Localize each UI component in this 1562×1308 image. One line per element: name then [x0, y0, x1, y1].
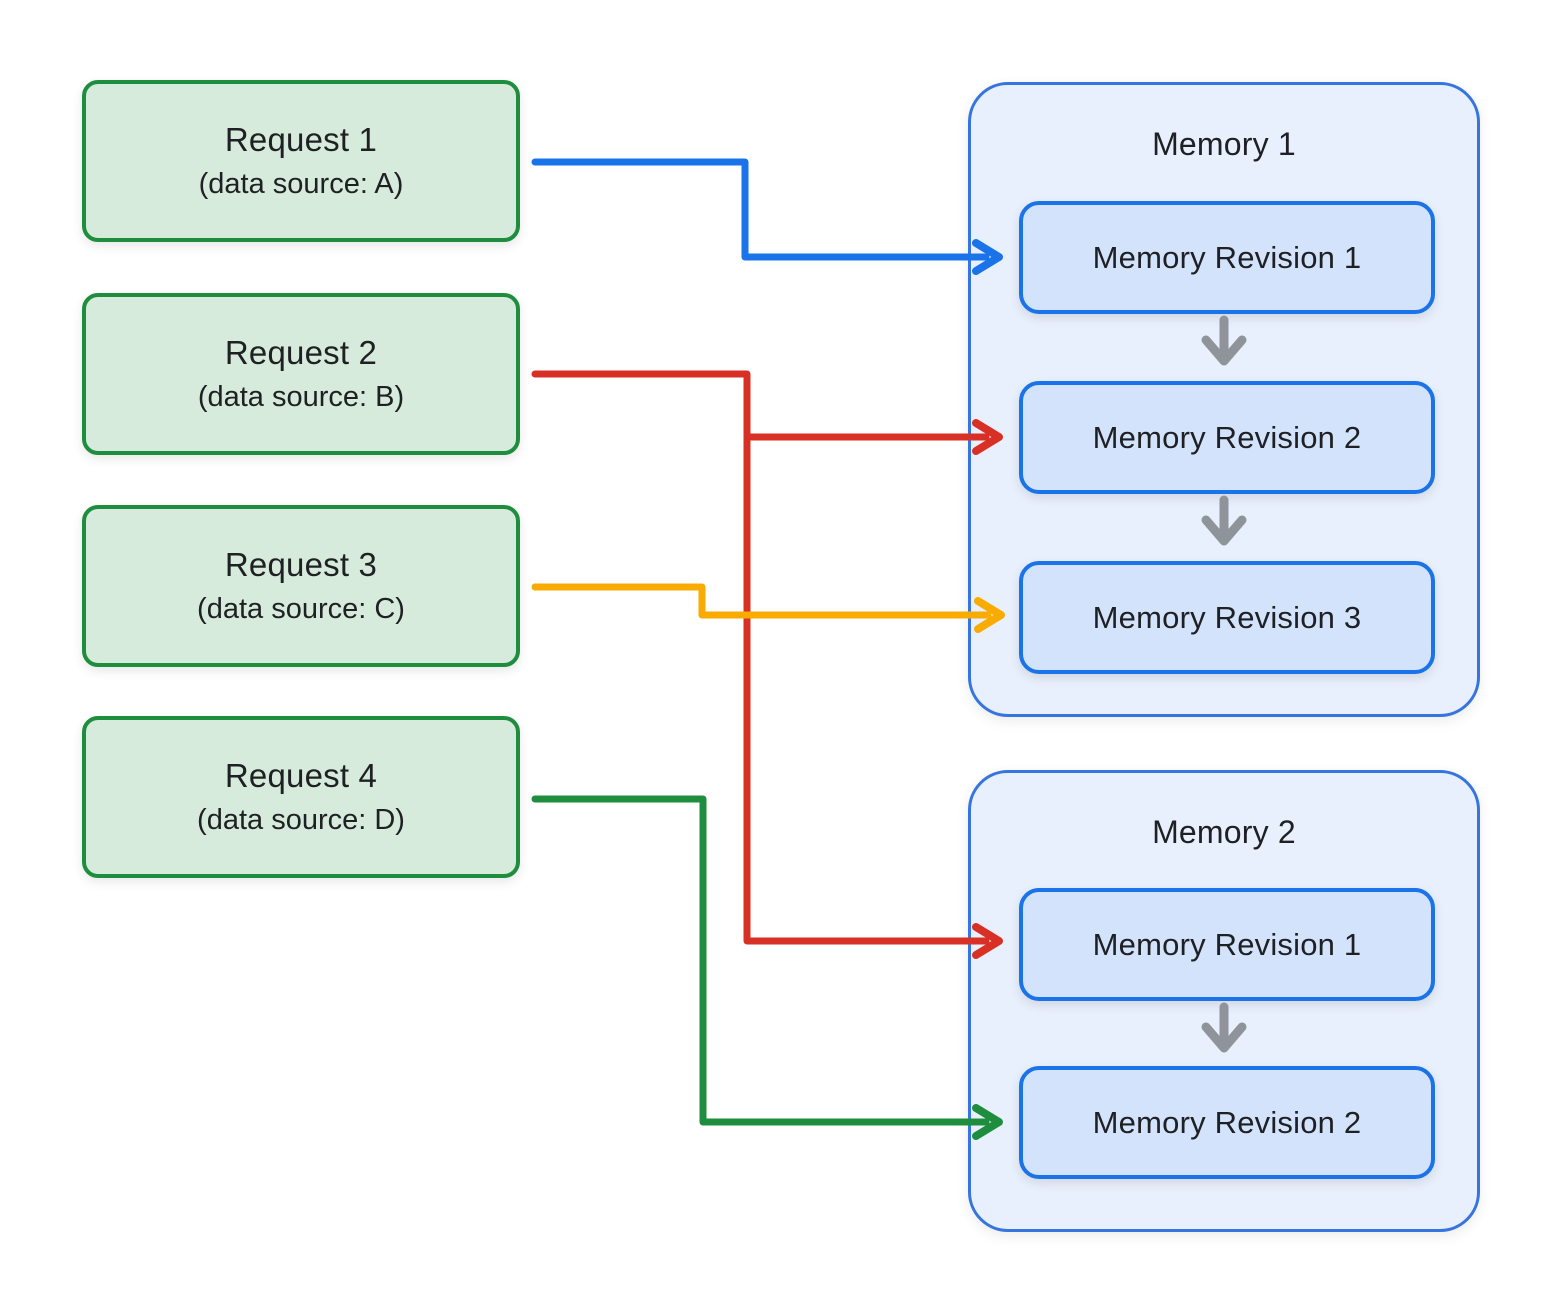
- request-4-box: Request 4 (data source: D): [82, 716, 520, 878]
- memory-2-group: Memory 2 Memory Revision 1 Memory Revisi…: [968, 770, 1480, 1232]
- request-2-box: Request 2 (data source: B): [82, 293, 520, 455]
- request-2-subtitle: (data source: B): [197, 381, 405, 413]
- memory-2-revision-1-label: Memory Revision 1: [1092, 926, 1362, 962]
- memory-2-title: Memory 2: [1152, 814, 1296, 850]
- memory-1-revision-1-box: Memory Revision 1: [1019, 201, 1435, 314]
- connector-request-4-arrow: [531, 795, 1003, 1140]
- request-1-box: Request 1 (data source: A): [82, 80, 520, 242]
- memory-2-revision-2-label: Memory Revision 2: [1092, 1104, 1362, 1140]
- request-3-title: Request 3: [224, 546, 378, 583]
- request-3-subtitle: (data source: C): [197, 593, 405, 625]
- request-2-title: Request 2: [224, 334, 378, 371]
- request-4-title: Request 4: [224, 757, 378, 794]
- request-1-subtitle: (data source: A): [198, 168, 404, 200]
- request-4-subtitle: (data source: D): [197, 804, 405, 836]
- memory-1-revision-1-label: Memory Revision 1: [1092, 239, 1362, 275]
- connector-request-2-arrow: [531, 370, 1003, 959]
- connector-request-3-arrow: [531, 583, 1005, 633]
- memory-1-revision-3-box: Memory Revision 3: [1019, 561, 1435, 674]
- request-1-title: Request 1: [224, 121, 378, 158]
- request-3-box: Request 3 (data source: C): [82, 505, 520, 667]
- memory-1-title: Memory 1: [1152, 126, 1296, 162]
- memory-1-revision-3-label: Memory Revision 3: [1092, 599, 1362, 635]
- connector-request-1-arrow: [531, 158, 1003, 275]
- memory-2-revision-1-box: Memory Revision 1: [1019, 888, 1435, 1001]
- memory-1-revision-2-box: Memory Revision 2: [1019, 381, 1435, 494]
- memory-1-group: Memory 1 Memory Revision 1 Memory Revisi…: [968, 82, 1480, 717]
- memory-1-revision-2-label: Memory Revision 2: [1092, 419, 1362, 455]
- memory-2-revision-2-box: Memory Revision 2: [1019, 1066, 1435, 1179]
